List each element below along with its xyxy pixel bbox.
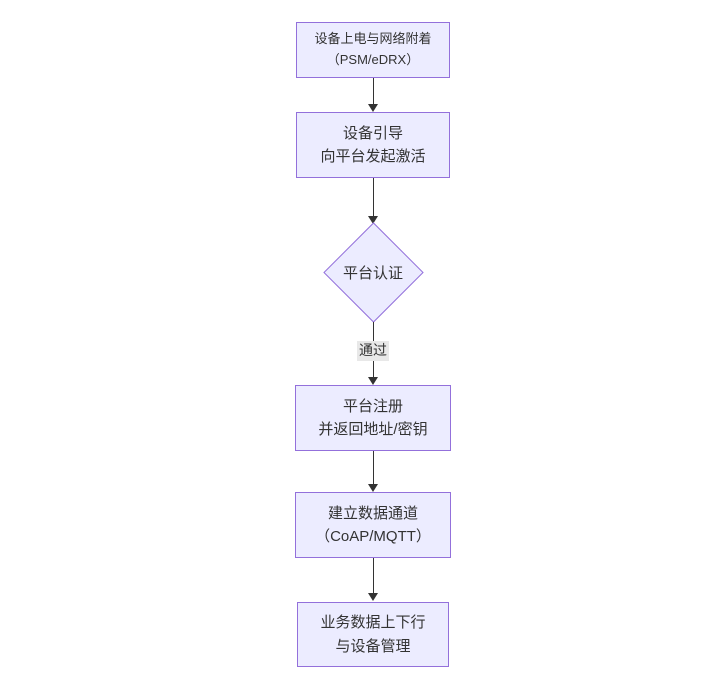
edge-line [372, 451, 374, 484]
node-label-line: 建立数据通道 [327, 504, 418, 522]
node-platform-register: 平台注册 并返回地址/密钥 [295, 385, 451, 451]
node-label-line: 并返回地址/密钥 [318, 421, 428, 438]
arrowhead-icon [368, 104, 378, 112]
node-label-line: （PSM/eDRX） [326, 52, 420, 67]
arrowhead-icon [368, 484, 378, 492]
node-label-line: 向平台发起激活 [320, 148, 426, 165]
node-label-line: 设备上电与网络附着 [314, 31, 432, 47]
node-power-network-attach: 设备上电与网络附着 （PSM/eDRX） [296, 22, 450, 78]
decision-platform-auth: 平台认证 [323, 222, 424, 323]
arrowhead-icon [368, 216, 378, 224]
node-label-line: 设备引导 [342, 124, 403, 142]
edge-label-pass: 通过 [357, 341, 389, 361]
edge-line [372, 558, 374, 593]
node-device-bootstrap: 设备引导 向平台发起激活 [296, 112, 450, 178]
arrowhead-icon [368, 593, 378, 601]
node-business-data: 业务数据上下行 与设备管理 [297, 602, 449, 667]
node-label-line: 平台注册 [342, 397, 403, 415]
arrowhead-icon [368, 377, 378, 385]
edge-line [372, 178, 374, 216]
edge-line [372, 78, 374, 104]
node-label-line: （CoAP/MQTT） [315, 528, 431, 545]
node-label-line: 与设备管理 [335, 637, 411, 655]
node-label-line: 业务数据上下行 [320, 614, 426, 632]
node-data-channel: 建立数据通道 （CoAP/MQTT） [295, 492, 451, 558]
node-label: 平台认证 [342, 264, 403, 282]
